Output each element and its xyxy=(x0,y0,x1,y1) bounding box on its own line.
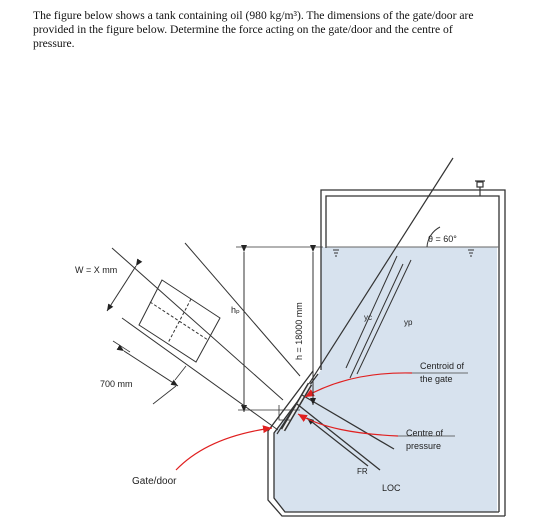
theta-arc xyxy=(426,226,441,248)
fr-label: FR xyxy=(357,467,368,476)
length-ext-right xyxy=(174,365,187,381)
centroid-normal-line xyxy=(301,394,395,450)
yp-label: yp xyxy=(404,318,413,327)
length-ext-left xyxy=(112,340,131,353)
length-ext-bottom xyxy=(152,385,177,405)
width-label: W = X mm xyxy=(75,265,117,275)
loc-label: LOC xyxy=(382,483,401,493)
problem-line-3: pressure. xyxy=(33,37,75,50)
yp-line xyxy=(349,263,404,379)
problem-line-1: The figure below shows a tank containing… xyxy=(33,9,474,22)
gate-angle-mark xyxy=(278,405,290,421)
oil-fill xyxy=(274,247,497,512)
gate-leader-arrow xyxy=(175,425,273,471)
problem-line-2: provided in the figure below. Determine … xyxy=(33,23,453,36)
yc-line xyxy=(345,255,398,369)
centroid-label-2: the gate xyxy=(420,374,453,384)
cop-leader-arrow xyxy=(297,413,399,437)
pressure-normal-line xyxy=(296,403,381,471)
hp-label: hₚ xyxy=(231,305,240,315)
yc-label: yc xyxy=(364,313,372,322)
resultant-force-arrow xyxy=(306,417,369,467)
yp-line-2 xyxy=(356,259,412,375)
theta-label: θ = 60° xyxy=(428,234,457,244)
valve-icon xyxy=(475,180,485,196)
gate-projection xyxy=(111,242,301,431)
cop-label-2: pressure xyxy=(406,441,441,451)
depth-label: h = 18000 mm xyxy=(294,302,304,360)
width-dimension-line xyxy=(106,258,143,312)
length-dimension-line xyxy=(116,344,179,387)
tank-wall xyxy=(267,189,506,517)
length-label: 700 mm xyxy=(100,379,133,389)
centroid-label-1: Centroid of xyxy=(420,361,465,371)
cop-label-1: Centre of xyxy=(406,428,444,438)
problem-statement: The figure below shows a tank containing… xyxy=(33,9,538,51)
free-surface-marker-left xyxy=(333,249,339,257)
gate-label: Gate/door xyxy=(132,476,177,487)
free-surface-marker-right xyxy=(468,249,474,257)
